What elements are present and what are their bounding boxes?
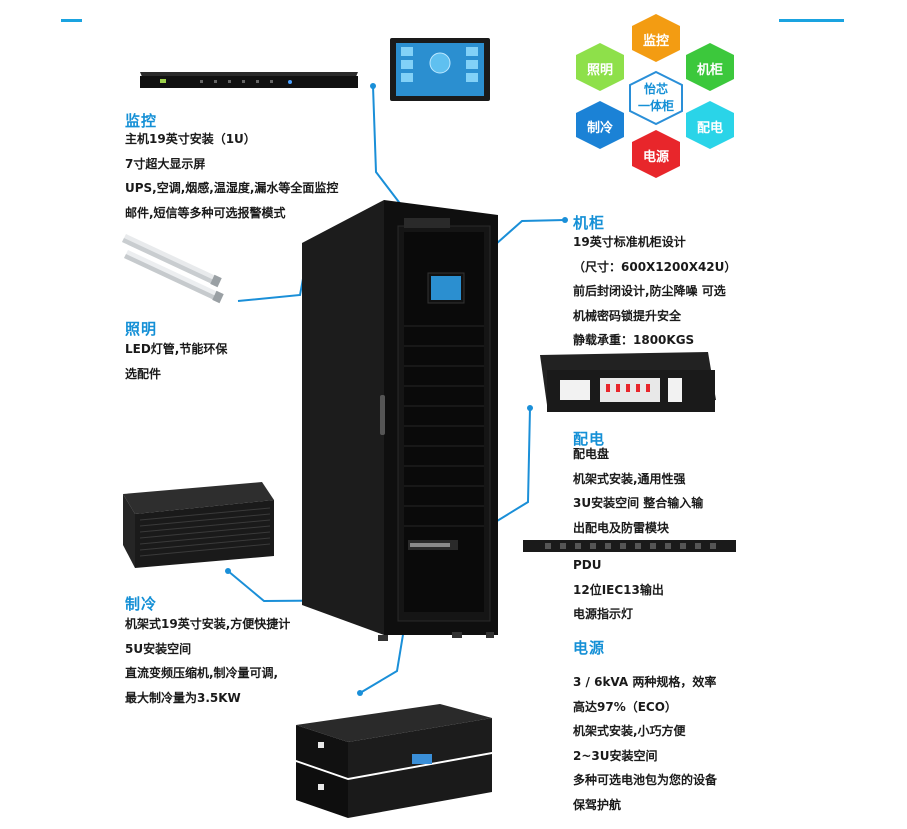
power-description: 3 / 6kVA 两种规格，效率 高达97%（ECO） 机架式安装,小巧方便 2… (573, 670, 717, 817)
cabinet-title: 机柜 (573, 214, 606, 232)
cooling-line-4: 最大制冷量为3.5KW (125, 690, 241, 705)
main-cabinet (302, 200, 498, 641)
led-tubes (122, 234, 224, 304)
cooling-line-2: 5U安装空间 (125, 641, 192, 656)
ups-units (296, 704, 492, 818)
power-title: 电源 (573, 639, 606, 657)
touch-display (390, 38, 490, 101)
lighting-line-2: 选配件 (125, 366, 162, 381)
hexagon-cooling (576, 101, 624, 149)
lighting-title: 照明 (125, 320, 158, 338)
lighting-connector (237, 245, 310, 302)
hexagon-label-cabinet: 机柜 (696, 63, 723, 78)
distribution-panel (540, 352, 716, 412)
distribution-title: 配电 (573, 430, 606, 448)
hexagon-label-distribution: 配电 (696, 121, 723, 136)
hexagon-label-cooling: 制冷 (586, 121, 613, 136)
monitor-line-1: 主机19英寸安装（1U） (125, 132, 256, 146)
hexagon-center-line2: 一体柜 (637, 99, 674, 113)
power-line-5: 多种可选电池包为您的设备 (573, 773, 718, 787)
hexagon-power (632, 130, 680, 178)
hexagon-center (629, 70, 683, 126)
hexagon-diagram (576, 14, 734, 178)
cabinet-description: 19英寸标准机柜设计 （尺寸：600X1200X42U） 前后封闭设计,防尘降噪… (573, 230, 736, 353)
cooling-title: 制冷 (125, 595, 158, 613)
cabinet-line-2: （尺寸：600X1200X42U） (573, 259, 737, 274)
cabinet-line-3: 前后封闭设计,防尘降噪 可选 (573, 284, 726, 298)
distribution-line-2: 机架式安装,通用性强 (573, 471, 686, 486)
hexagon-label-lighting: 照明 (586, 63, 613, 78)
monitor-line-4: 邮件,短信等多种可选报警模式 (125, 205, 286, 220)
distribution-description: 配电盘 机架式安装,通用性强 3U安装空间 整合输入输 出配电及防雷模块 (573, 442, 703, 540)
monitor-connector (372, 85, 409, 215)
monitor-description: 主机19英寸安装（1U） 7寸超大显示屏 UPS,空调,烟感,温湿度,漏水等全面… (125, 127, 338, 225)
cooling-line-3: 直流变频压缩机,制冷量可调, (125, 666, 279, 680)
pdu-line-1: PDU (573, 558, 602, 572)
hexagon-distribution (686, 101, 734, 149)
hexagon-center-line1: 怡芯 (643, 82, 668, 96)
cooling-description: 机架式19英寸安装,方便快捷计 5U安装空间 直流变频压缩机,制冷量可调, 最大… (125, 612, 290, 710)
cooling-unit (123, 482, 274, 568)
distribution-line-3: 3U安装空间 整合输入输 (573, 496, 704, 510)
hexagon-cabinet (686, 43, 734, 91)
monitor-host-unit (140, 72, 358, 88)
hexagon-lighting (576, 43, 624, 91)
power-line-3: 机架式安装,小巧方便 (573, 724, 686, 738)
monitor-line-2: 7寸超大显示屏 (125, 156, 206, 171)
cabinet-line-4: 机械密码锁提升安全 (573, 308, 682, 323)
lighting-description: LED灯管,节能环保 选配件 (125, 337, 227, 386)
power-line-2: 高达97%（ECO） (573, 699, 677, 714)
hexagon-label-monitor: 监控 (642, 34, 669, 49)
pdu-line-3: 电源指示灯 (573, 607, 634, 621)
power-line-6: 保驾护航 (573, 797, 622, 812)
monitor-line-3: UPS,空调,烟感,温湿度,漏水等全面监控 (125, 181, 339, 195)
cooling-line-1: 机架式19英寸安装,方便快捷计 (125, 617, 291, 631)
cabinet-line-1: 19英寸标准机柜设计 (573, 235, 686, 249)
pdu-description: PDU 12位IEC13输出 电源指示灯 (573, 553, 664, 627)
lighting-line-1: LED灯管,节能环保 (125, 342, 228, 356)
pdu-strip (523, 540, 736, 552)
top-left-accent-line (61, 19, 82, 22)
distribution-line-1: 配电盘 (573, 447, 610, 461)
distribution-line-4: 出配电及防雷模块 (573, 520, 670, 535)
hexagon-monitor (632, 14, 680, 62)
power-line-1: 3 / 6kVA 两种规格，效率 (573, 675, 717, 689)
top-right-accent-line (779, 19, 844, 22)
hexagon-label-power: 电源 (642, 150, 669, 165)
pdu-line-2: 12位IEC13输出 (573, 582, 664, 597)
power-line-4: 2~3U安装空间 (573, 748, 658, 763)
cabinet-connector (495, 219, 566, 245)
cabinet-line-5: 静载承重：1800KGS (573, 333, 695, 347)
monitor-title: 监控 (125, 112, 158, 130)
